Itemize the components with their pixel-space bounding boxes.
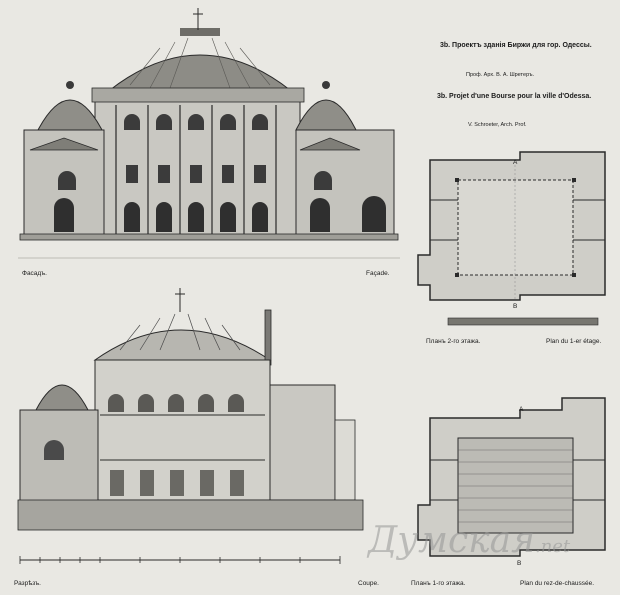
author-french: V. Schroeter, Arch. Prof. xyxy=(468,122,527,128)
watermark-text: Думская xyxy=(368,520,535,561)
watermark-suffix: .net xyxy=(534,536,571,557)
watermark: Думская.net xyxy=(368,520,570,561)
plan2-label-ru: Планъ 2-го этажа. xyxy=(426,338,481,345)
facade-label-fr: Façade. xyxy=(366,270,390,277)
plan2-mark-b: B xyxy=(513,303,518,310)
plan1-mark-b: B xyxy=(517,560,522,567)
plan2-mark-a: A xyxy=(513,159,518,166)
section-label-ru: Разрѣзъ. xyxy=(14,580,41,587)
author-russian: Проф. Арх. В. А. Шретеръ. xyxy=(466,72,535,78)
section-label-fr: Coupe. xyxy=(358,580,379,587)
title-russian: 3b. Проектъ зданія Биржи для гор. Одессы… xyxy=(440,42,592,49)
facade-label-ru: Фасадъ. xyxy=(22,270,47,277)
plan2-label-fr: Plan du 1-er étage. xyxy=(546,338,602,345)
plan1-label-ru: Планъ 1-го этажа. xyxy=(411,580,466,587)
title-french: 3b. Projet d'une Bourse pour la ville d'… xyxy=(437,93,592,100)
plan1-mark-a: A xyxy=(519,406,524,413)
plan1-label-fr: Plan du rez-de-chaussée. xyxy=(520,580,595,587)
